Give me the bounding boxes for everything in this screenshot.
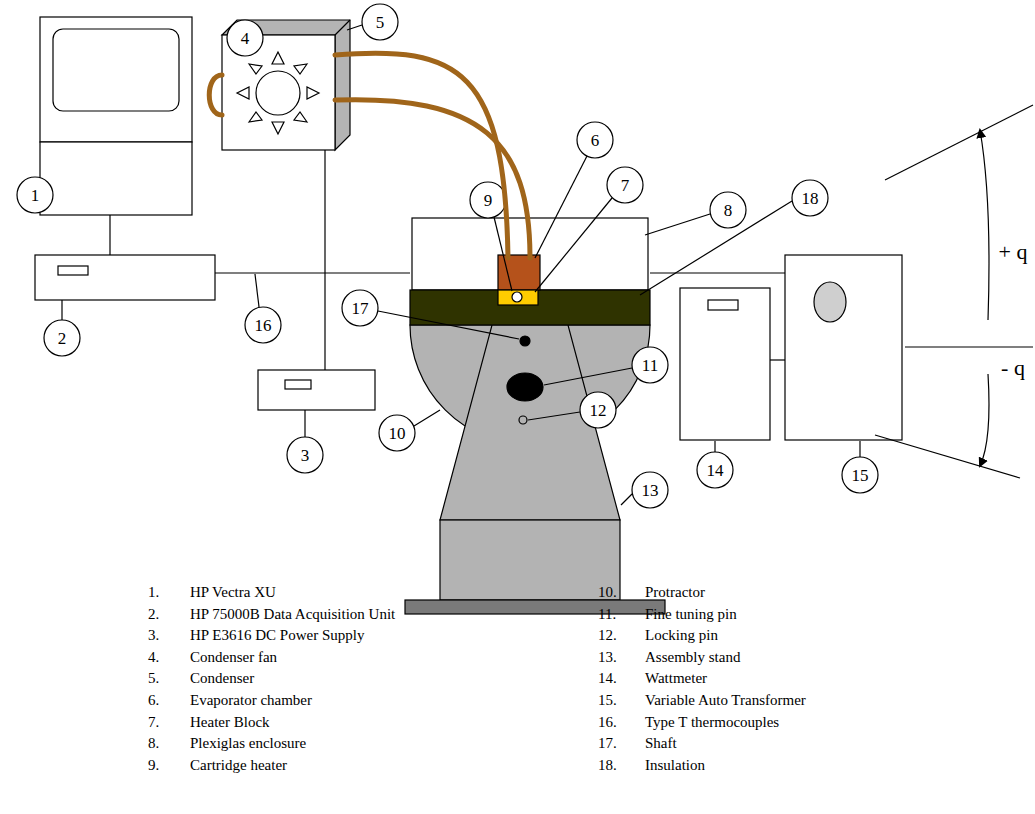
callout-number: 14 — [707, 462, 724, 479]
callout-number: 6 — [591, 132, 600, 149]
legend-number: 3. — [148, 628, 159, 643]
callout-number: 9 — [484, 192, 493, 209]
legend-name: Type T thermocouples — [645, 715, 779, 730]
legend-name: Protractor — [645, 585, 705, 600]
legend-number: 17. — [598, 736, 617, 751]
legend-name: Locking pin — [645, 628, 718, 643]
legend-name: Evaporator chamber — [190, 693, 312, 708]
callout-number: 15 — [852, 467, 869, 484]
legend-name: Shaft — [645, 736, 677, 751]
legend-number: 6. — [148, 693, 159, 708]
angle-label: - q — [1001, 357, 1025, 379]
legend-number: 16. — [598, 715, 617, 730]
legend-name: HP 75000B Data Acquisition Unit — [190, 607, 395, 622]
legend-name: Heater Block — [190, 715, 270, 730]
legend-number: 5. — [148, 671, 159, 686]
legend-name: Plexiglas enclosure — [190, 736, 306, 751]
angle-label: + q — [999, 241, 1028, 263]
legend-number: 2. — [148, 607, 159, 622]
callout-number: 5 — [376, 14, 385, 31]
legend-number: 11. — [598, 607, 616, 622]
legend-number: 10. — [598, 585, 617, 600]
callout-number: 11 — [642, 357, 658, 374]
legend-name: Fine tuning pin — [645, 607, 737, 622]
legend-number: 4. — [148, 650, 159, 665]
legend-number: 18. — [598, 758, 617, 773]
callout-number: 17 — [352, 300, 369, 317]
legend-name: Cartridge heater — [190, 758, 287, 773]
legend-name: Insulation — [645, 758, 705, 773]
callout-number: 1 — [31, 187, 40, 204]
legend-name: HP Vectra XU — [190, 585, 276, 600]
legend-number: 12. — [598, 628, 617, 643]
legend-number: 8. — [148, 736, 159, 751]
legend-number: 9. — [148, 758, 159, 773]
callout-number: 12 — [590, 402, 607, 419]
callout-number: 4 — [241, 30, 250, 47]
legend-name: Assembly stand — [645, 650, 740, 665]
callout-number: 10 — [389, 425, 406, 442]
legend-number: 15. — [598, 693, 617, 708]
legend-number: 7. — [148, 715, 159, 730]
callout-number: 3 — [301, 447, 310, 464]
legend-name: Wattmeter — [645, 671, 707, 686]
legend-number: 13. — [598, 650, 617, 665]
callout-number: 13 — [642, 482, 659, 499]
callout-number: 18 — [802, 190, 819, 207]
legend-name: Condenser — [190, 671, 254, 686]
callout-number: 2 — [58, 330, 67, 347]
legend-name: HP E3616 DC Power Supply — [190, 628, 364, 643]
legend-number: 1. — [148, 585, 159, 600]
callout-number: 8 — [724, 202, 733, 219]
legend-name: Variable Auto Transformer — [645, 693, 806, 708]
callout-number: 16 — [255, 317, 272, 334]
legend-name: Condenser fan — [190, 650, 277, 665]
legend-number: 14. — [598, 671, 617, 686]
callout-number: 7 — [621, 177, 630, 194]
